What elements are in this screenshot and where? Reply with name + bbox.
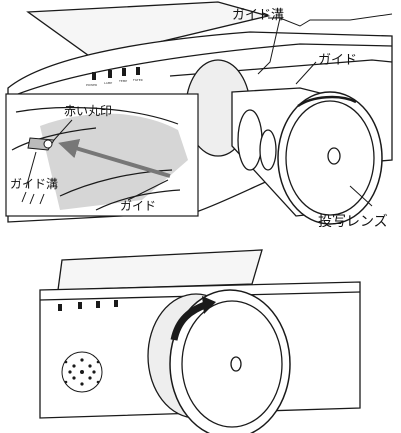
lens-center <box>327 147 341 165</box>
lens-front-ring <box>277 91 383 225</box>
indicator-temp: TEMP <box>118 79 127 83</box>
label-guide-top: ガイド <box>318 53 357 68</box>
magnified-inset <box>5 93 199 217</box>
indicator-leds <box>92 67 140 80</box>
label-projection-lens: 投写レンズ <box>318 214 388 230</box>
label-guide-groove-top: ガイド溝 <box>232 8 284 23</box>
indicator-power: POWER <box>86 83 97 87</box>
mounted-lens-center <box>230 356 242 372</box>
projector-top-panel <box>26 1 271 59</box>
insertion-arrow <box>58 138 171 178</box>
mounted-lens-front <box>169 289 291 433</box>
indicator-labels: POWER LAMP TEMP FILTER <box>86 78 143 87</box>
speaker-grille <box>61 351 103 393</box>
indicator-filter: FILTER <box>133 78 143 82</box>
indicator-leds-bottom <box>58 300 118 311</box>
red-circle-mark <box>43 139 53 149</box>
projector-bottom-illustration <box>39 249 361 433</box>
top-leader-lines <box>257 13 393 207</box>
label-guide-inset: ガイド <box>120 199 156 213</box>
label-guide-groove-inset: ガイド溝 <box>10 177 58 191</box>
label-red-circle-mark: 赤い丸印 <box>64 104 112 118</box>
indicator-lamp: LAMP <box>104 81 112 85</box>
